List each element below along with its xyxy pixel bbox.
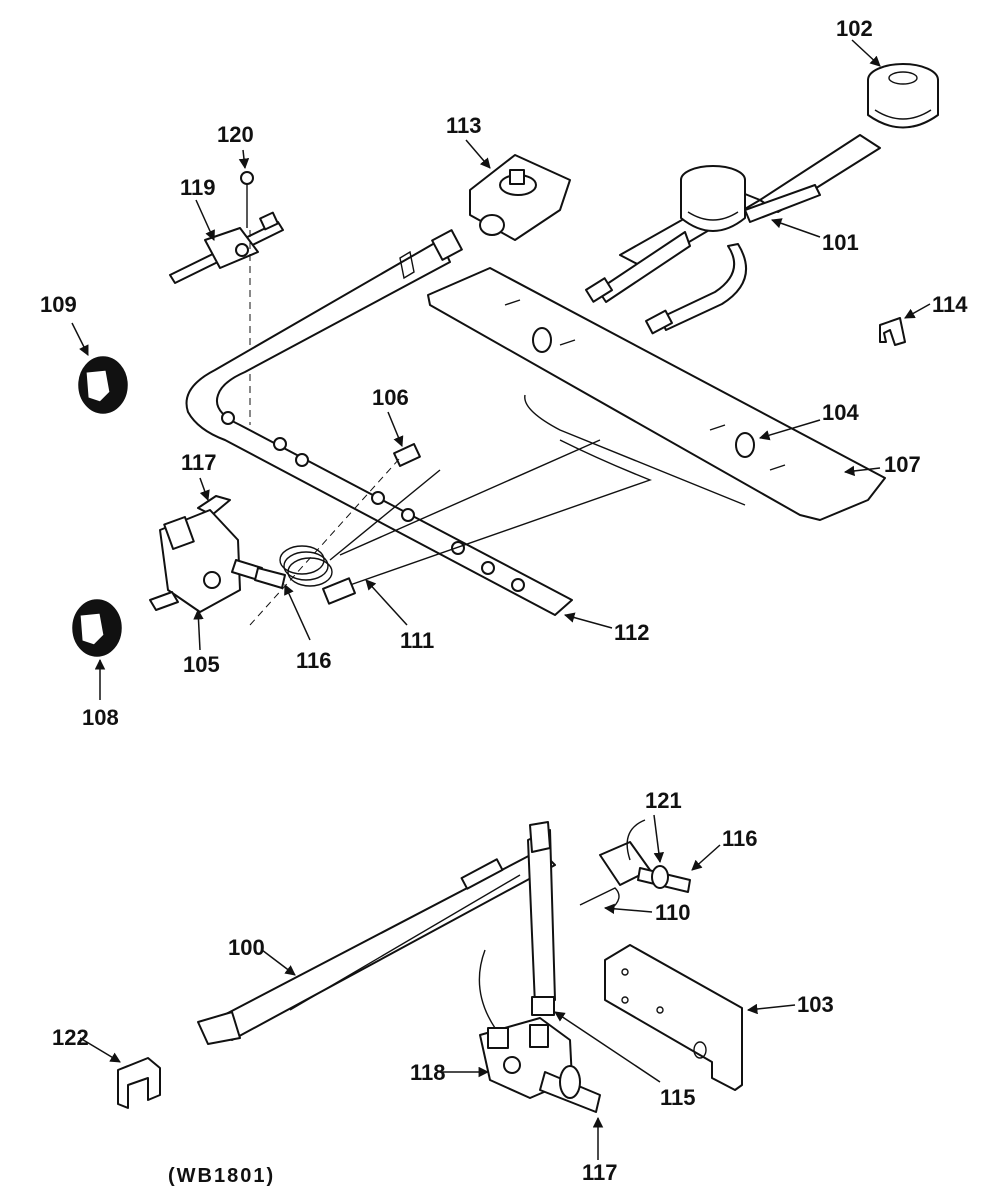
callout-105: 105 bbox=[183, 652, 220, 677]
gas-manifold bbox=[185, 229, 573, 616]
callout-115: 115 bbox=[660, 1085, 696, 1110]
callout-106: 106 bbox=[372, 385, 409, 410]
callout-100: 100 bbox=[228, 935, 265, 960]
gas-regulator bbox=[469, 154, 571, 241]
orifice-hood-115 bbox=[531, 996, 555, 1016]
callout-101: 101 bbox=[822, 230, 859, 255]
callout-118: 118 bbox=[410, 1060, 446, 1085]
callout-114: 114 bbox=[932, 292, 968, 317]
callout-122: 122 bbox=[52, 1025, 89, 1050]
bracket-103 bbox=[604, 944, 743, 1091]
callout-104: 104 bbox=[822, 400, 859, 425]
callout-116-bottom: 116 bbox=[722, 826, 758, 851]
burner-valve-119 bbox=[169, 211, 284, 284]
capillary-fitting-111 bbox=[322, 577, 356, 605]
callout-110: 110 bbox=[655, 900, 691, 925]
callout-109: 109 bbox=[40, 292, 77, 317]
callout-117-bottom: 117 bbox=[582, 1160, 618, 1185]
thermocouple-coil bbox=[254, 545, 333, 589]
callout-116-top: 116 bbox=[296, 648, 332, 673]
bracket-122 bbox=[117, 1057, 161, 1109]
igniter-110 bbox=[579, 819, 691, 911]
diagram-code: (WB1801) bbox=[168, 1165, 275, 1187]
callout-111: 111 bbox=[400, 628, 434, 653]
callout-108: 108 bbox=[82, 705, 119, 730]
control-knob-108 bbox=[72, 599, 122, 657]
callout-120: 120 bbox=[217, 122, 254, 147]
oven-valve-105 bbox=[149, 495, 263, 613]
callout-113: 113 bbox=[446, 113, 482, 138]
leader-lines bbox=[71, 39, 931, 1160]
oven-valve-118 bbox=[478, 949, 601, 1113]
oven-burner-100 bbox=[197, 821, 556, 1045]
callout-102: 102 bbox=[836, 16, 873, 41]
screw-120 bbox=[240, 171, 254, 425]
callout-121: 121 bbox=[645, 788, 682, 813]
callout-112: 112 bbox=[614, 620, 650, 645]
control-knob-109 bbox=[78, 356, 128, 414]
orifice-106 bbox=[393, 443, 421, 467]
callout-107: 107 bbox=[884, 452, 921, 477]
clip-114 bbox=[879, 317, 906, 346]
front-burner bbox=[584, 165, 821, 335]
manifold-bracket-107 bbox=[427, 267, 886, 521]
callout-103: 103 bbox=[797, 992, 834, 1017]
callout-117-top: 117 bbox=[181, 450, 217, 475]
rear-burner bbox=[619, 63, 939, 269]
callout-119: 119 bbox=[180, 175, 216, 200]
